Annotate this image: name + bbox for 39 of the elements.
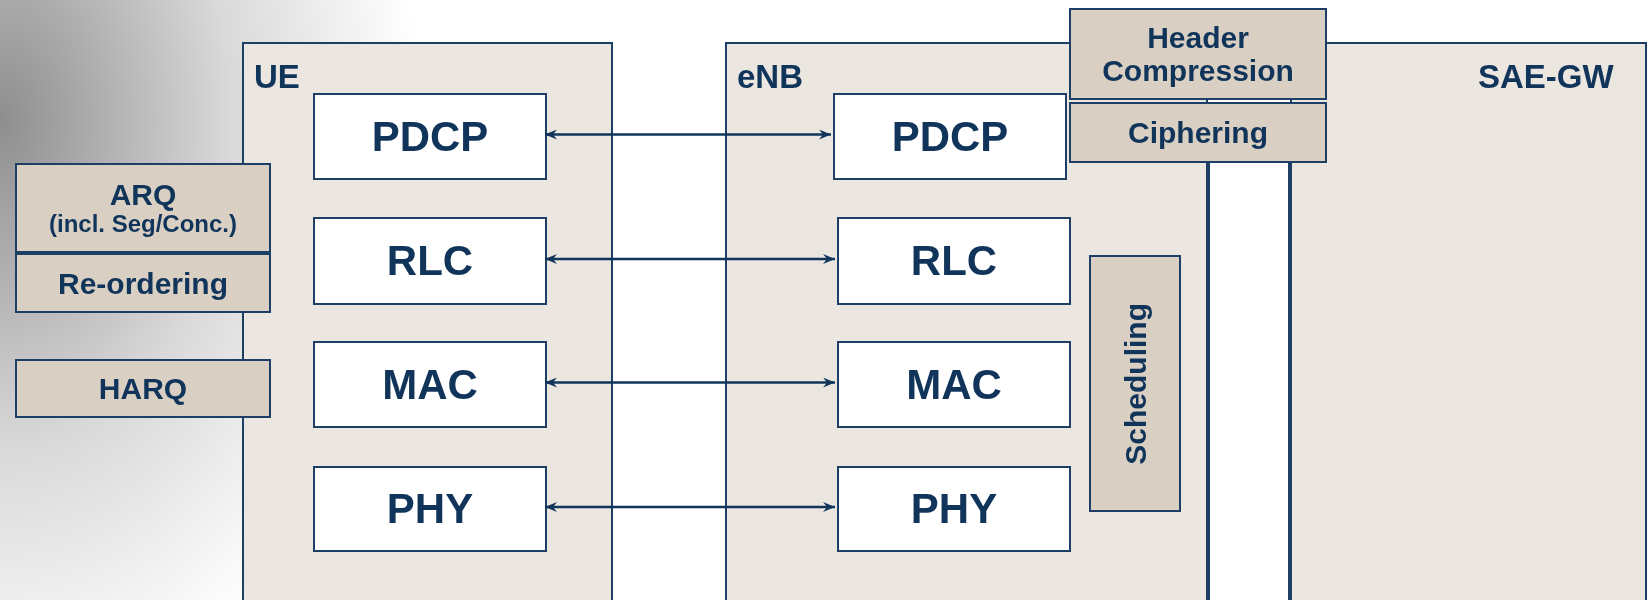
box-label: (incl. Seg/Conc.) bbox=[49, 211, 237, 238]
gap-column bbox=[1208, 163, 1290, 600]
protocol-layer-box bbox=[313, 93, 547, 180]
protocol-layer-box bbox=[833, 93, 1067, 180]
node-panel bbox=[1290, 42, 1647, 600]
function-box bbox=[15, 163, 271, 253]
box-label: MAC bbox=[906, 360, 1002, 409]
node-panel bbox=[242, 42, 613, 600]
box-label: PHY bbox=[910, 485, 998, 533]
box-label: MAC bbox=[382, 360, 478, 409]
protocol-layer-box bbox=[837, 217, 1071, 305]
box-label: HARQ bbox=[98, 372, 188, 405]
box-label: Re-ordering bbox=[58, 266, 228, 300]
double-arrow bbox=[545, 502, 835, 512]
protocol-layer-box bbox=[837, 341, 1071, 428]
double-arrow bbox=[545, 129, 831, 140]
box-label: PDCP bbox=[371, 112, 489, 161]
protocol-layer-box bbox=[313, 466, 547, 552]
protocol-layer-box bbox=[313, 341, 547, 428]
panel-title: UE bbox=[253, 57, 301, 96]
function-box bbox=[1069, 102, 1327, 163]
box-label: Ciphering bbox=[1128, 116, 1268, 149]
function-box bbox=[15, 253, 271, 313]
panel-title: SAE-GW bbox=[1477, 57, 1615, 96]
box-label: RLC bbox=[910, 237, 998, 285]
box-label: Header Compression bbox=[1101, 21, 1295, 87]
function-box bbox=[1089, 255, 1181, 512]
box-label: PHY bbox=[386, 485, 474, 533]
box-label: ARQ bbox=[109, 178, 177, 212]
box-label: PDCP bbox=[891, 112, 1009, 161]
double-arrow bbox=[545, 254, 835, 264]
box-label: Scheduling bbox=[1118, 302, 1152, 465]
panel-title: eNB bbox=[736, 57, 805, 96]
box-label: RLC bbox=[386, 237, 474, 285]
protocol-layer-box bbox=[313, 217, 547, 305]
function-box bbox=[15, 359, 271, 418]
protocol-layer-box bbox=[837, 466, 1071, 552]
function-box bbox=[1069, 8, 1327, 100]
double-arrow bbox=[545, 377, 835, 388]
